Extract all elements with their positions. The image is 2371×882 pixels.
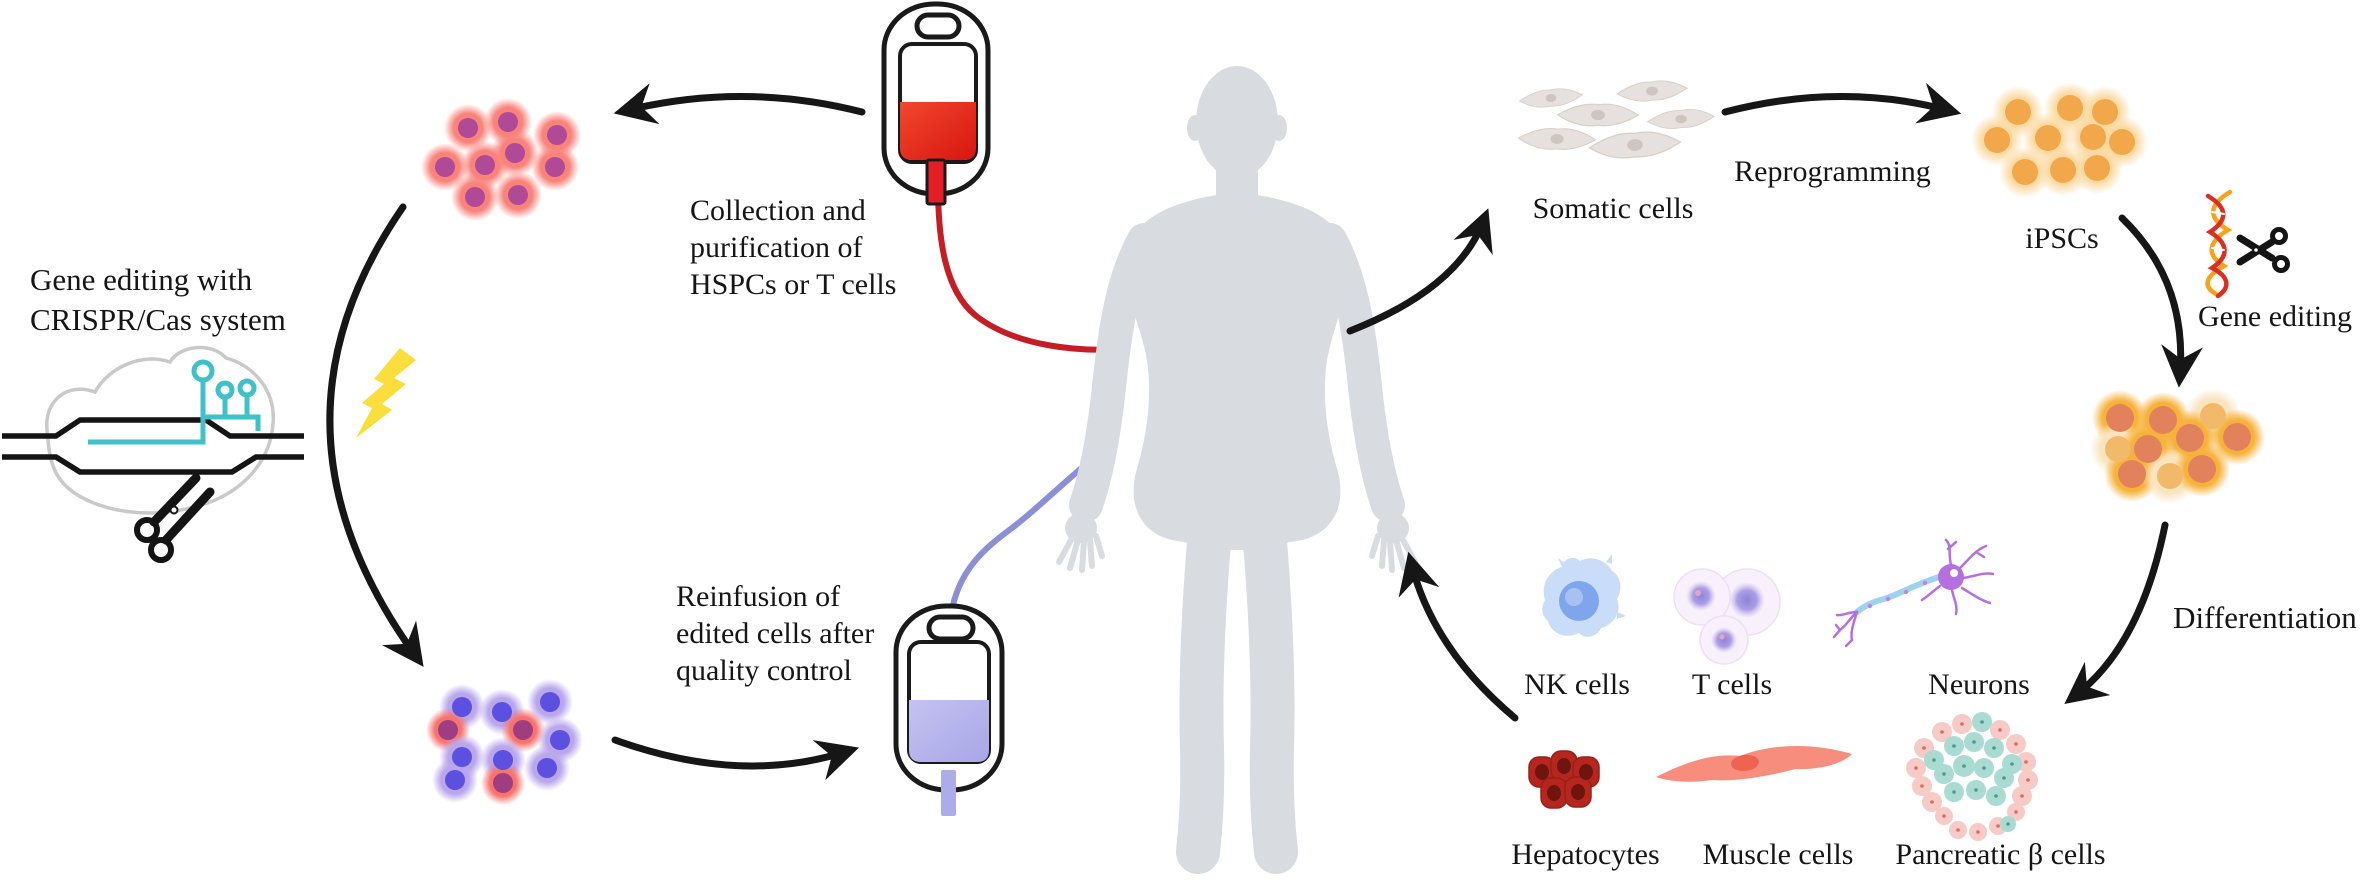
scissors-small-icon — [2236, 227, 2290, 273]
nk-cells-label: NK cells — [1524, 668, 1630, 701]
t-cells-label: T cells — [1691, 668, 1773, 701]
editing-arrow — [326, 203, 424, 667]
edited-cell-cluster-icon — [426, 679, 583, 805]
somatic-cells-icon — [1517, 80, 1716, 159]
neuron-icon — [1832, 538, 1995, 648]
differentiation-label: Differentiation — [2173, 600, 2357, 635]
collection-arrow — [613, 83, 866, 125]
hspc-cell-cluster-icon — [421, 98, 581, 221]
guide-rna-icon — [88, 359, 261, 445]
crispr-cas-complex-icon — [2, 345, 304, 563]
human-body-icon — [1056, 66, 1418, 874]
edited-ipsc-colony-icon — [2090, 388, 2265, 504]
collection-caption: Collection and purification of HSPCs or … — [690, 194, 897, 301]
blood-tube — [935, 182, 1127, 353]
ipsc-colony-icon — [1971, 82, 2148, 198]
t-cells-icon — [1673, 568, 1781, 665]
muscle-cells-label: Muscle cells — [1702, 838, 1854, 871]
ipscs-label: iPSCs — [2025, 222, 2099, 255]
blood-collection-bag-icon — [881, 1, 991, 206]
hepatocytes-icon — [1528, 750, 1600, 809]
crispr-caption: Gene editing with CRISPR/Cas system — [30, 262, 286, 337]
somatic-cells-label: Somatic cells — [1532, 192, 1694, 225]
electroporation-lightning-icon — [356, 348, 416, 438]
differentiation-arrow — [2064, 521, 2169, 704]
reprogramming-label: Reprogramming — [1734, 155, 1931, 188]
hepatocytes-label: Hepatocytes — [1511, 838, 1660, 871]
neurons-label: Neurons — [1928, 668, 2030, 701]
gene-editing-label: Gene editing — [2197, 300, 2353, 333]
nk-cell-icon — [1542, 554, 1626, 637]
scissors-icon — [134, 473, 215, 563]
reinfusion-caption: Reinfusion of edited cells after quality… — [676, 580, 875, 687]
reprogramming-arrow — [1721, 82, 1962, 124]
muscle-cell-icon — [1656, 745, 1852, 782]
dna-helix-icon — [2205, 189, 2233, 299]
pancreatic-beta-cells-label: Pancreatic β cells — [1895, 838, 2106, 871]
biopsy-arrow — [1346, 208, 1493, 335]
pancreatic-islet-icon — [1906, 712, 2038, 841]
reinfusion-arrow — [611, 736, 860, 781]
reinfusion-bag-icon — [893, 603, 1005, 816]
gene-editing-arrow — [2118, 214, 2204, 388]
transplant-arrow — [1398, 551, 1519, 722]
